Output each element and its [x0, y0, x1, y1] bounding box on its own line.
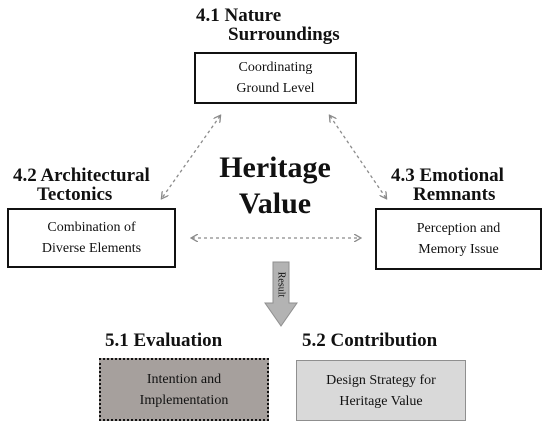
- result-label: Result: [273, 266, 289, 302]
- architectural-heading-line1: 4.2 Architectural: [13, 165, 150, 186]
- evaluation-box-line1: Intention and: [146, 371, 222, 387]
- nature-surroundings-heading: 4.1 Nature Surroundings: [196, 6, 340, 44]
- nature-heading-line1: 4.1 Nature: [196, 5, 282, 26]
- result-label-text: Result: [275, 271, 287, 297]
- emotional-remnants-heading: 4.3 Emotional Remnants: [391, 166, 504, 204]
- contribution-heading-text: 5.2 Contribution: [302, 330, 438, 351]
- connector-nature-architectural: [162, 116, 220, 198]
- evaluation-box-line2: Implementation: [139, 392, 229, 408]
- evaluation-box: Intention and Implementation: [99, 358, 269, 421]
- nature-heading-line2: Surroundings: [228, 24, 340, 45]
- heritage-value-line1: Heritage: [219, 151, 331, 184]
- architectural-box: Combination of Diverse Elements: [7, 208, 176, 268]
- contribution-heading: 5.2 Contribution: [302, 331, 437, 350]
- architectural-box-line1: Combination of: [47, 220, 136, 235]
- contribution-box-line2: Heritage Value: [339, 393, 423, 409]
- heritage-value-title: Heritage Value: [200, 150, 350, 222]
- emotional-heading-line1: 4.3 Emotional: [391, 165, 504, 186]
- architectural-box-line2: Diverse Elements: [41, 241, 142, 256]
- emotional-box: Perception and Memory Issue: [375, 208, 542, 270]
- evaluation-heading: 5.1 Evaluation: [105, 331, 222, 350]
- nature-box-line1: Coordinating: [238, 60, 313, 75]
- emotional-box-line2: Memory Issue: [418, 242, 499, 257]
- nature-box: Coordinating Ground Level: [194, 52, 357, 104]
- emotional-heading-line2: Remnants: [413, 184, 496, 205]
- nature-box-line2: Ground Level: [236, 81, 315, 96]
- result-arrow: [264, 261, 298, 327]
- contribution-box-line1: Design Strategy for: [326, 372, 436, 388]
- evaluation-heading-text: 5.1 Evaluation: [105, 330, 223, 351]
- architectural-heading-line2: Tectonics: [37, 184, 113, 205]
- architectural-tectonics-heading: 4.2 Architectural Tectonics: [13, 166, 150, 204]
- connector-nature-emotional: [330, 116, 386, 198]
- contribution-box: Design Strategy for Heritage Value: [296, 360, 466, 421]
- heritage-value-line2: Value: [238, 187, 312, 220]
- emotional-box-line1: Perception and: [416, 221, 501, 236]
